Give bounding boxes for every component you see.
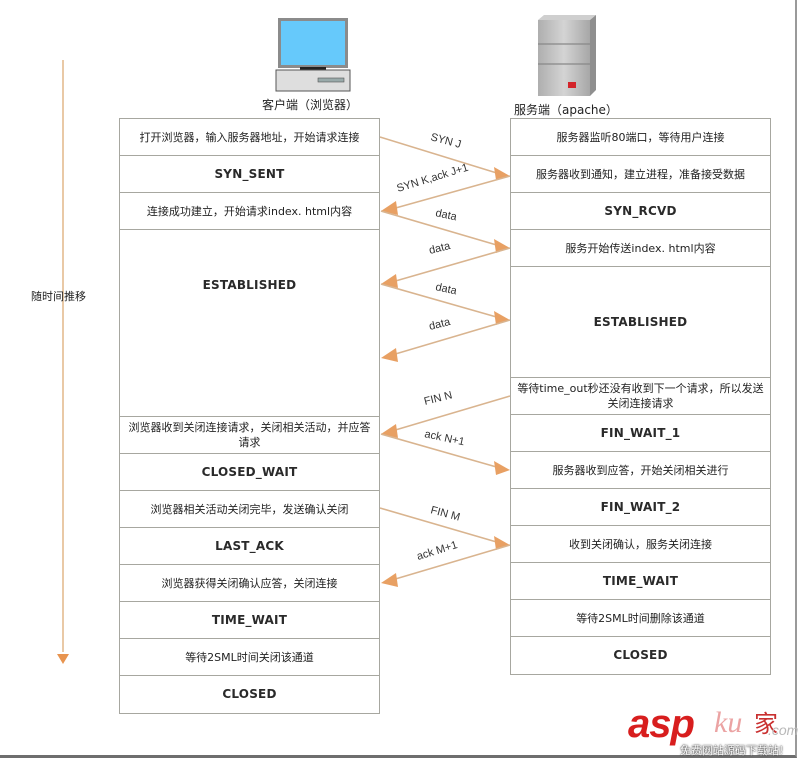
server-row: 收到关闭确认，服务关闭连接 — [510, 525, 771, 563]
server-state-closed: CLOSED — [510, 636, 771, 675]
watermark-jia: 家 — [754, 710, 778, 738]
server-state-fin-wait-1: FIN_WAIT_1 — [510, 414, 771, 452]
server-row: 服务器收到应答，开始关闭相关进行 — [510, 451, 771, 489]
client-state-last-ack: LAST_ACK — [119, 527, 380, 565]
client-row: 浏览器相关活动关闭完毕，发送确认关闭 — [119, 490, 380, 528]
server-state-established: ESTABLISHED — [510, 266, 771, 378]
server-state-time-wait: TIME_WAIT — [510, 562, 771, 600]
client-state-closed: CLOSED — [119, 675, 380, 714]
client-label: 客户端（浏览器） — [262, 98, 359, 112]
server-row: 服务器监听80端口，等待用户连接 — [510, 118, 771, 156]
server-row: 服务器收到通知，建立进程，准备接受数据 — [510, 155, 771, 193]
client-row: 打开浏览器，输入服务器地址，开始请求连接 — [119, 118, 380, 156]
server-state-syn-rcvd: SYN_RCVD — [510, 192, 771, 230]
server-label: 服务端（apache） — [514, 103, 618, 117]
timeline-label: 随时间推移 — [31, 290, 86, 303]
client-state-time-wait: TIME_WAIT — [119, 601, 380, 639]
server-row: 等待time_out秒还没有收到下一个请求，所以发送关闭连接请求 — [510, 377, 771, 415]
client-state-closed-wait: CLOSED_WAIT — [119, 453, 380, 491]
watermark-ku: ku — [714, 706, 743, 739]
client-row: 连接成功建立，开始请求index. html内容 — [119, 192, 380, 230]
watermark-com: .com — [768, 722, 799, 738]
client-state-syn-sent: SYN_SENT — [119, 155, 380, 193]
watermark-tagline: 免费网站源码下载站! — [680, 744, 784, 757]
client-row: 等待2SML时间关闭该通道 — [119, 638, 380, 676]
watermark-brand: asp — [628, 702, 695, 746]
client-row: 浏览器获得关闭确认应答，关闭连接 — [119, 564, 380, 602]
client-state-established: ESTABLISHED — [119, 229, 380, 417]
server-row: 等待2SML时间删除该通道 — [510, 599, 771, 637]
client-row: 浏览器收到关闭连接请求，关闭相关活动，并应答请求 — [119, 416, 380, 454]
server-state-fin-wait-2: FIN_WAIT_2 — [510, 488, 771, 526]
server-row: 服务开始传送index. html内容 — [510, 229, 771, 267]
